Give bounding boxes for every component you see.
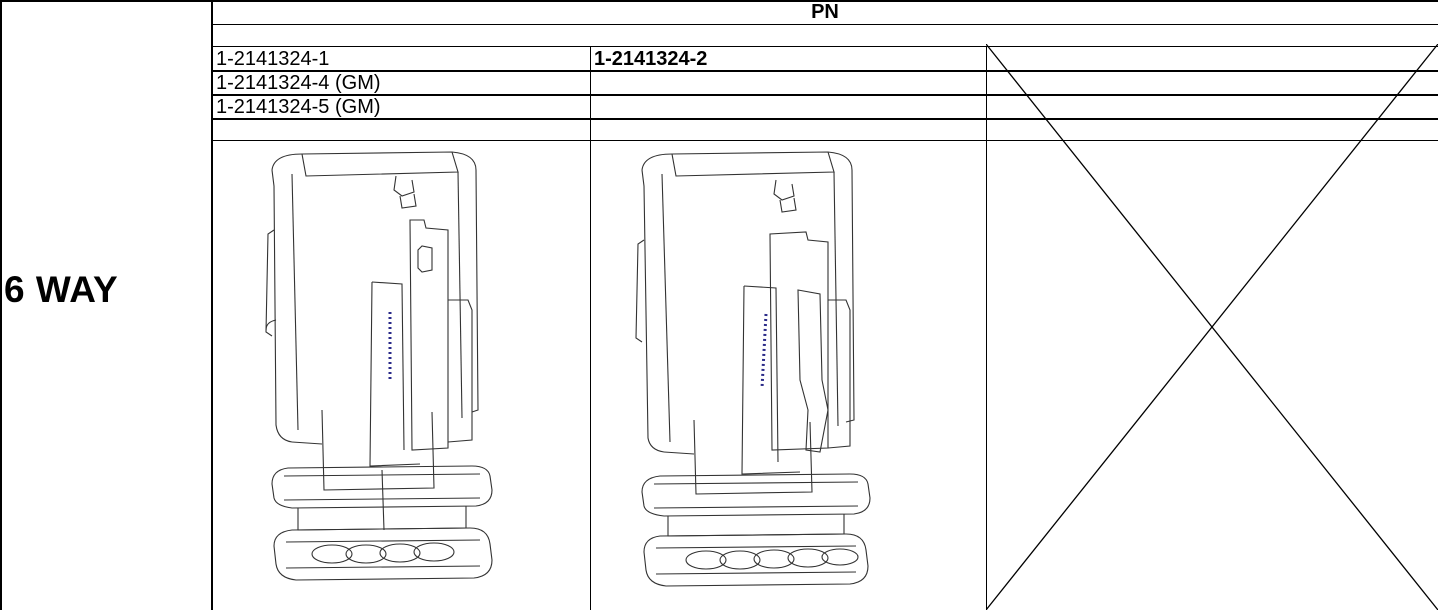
row-separator-3 bbox=[212, 94, 1438, 96]
empty-cell-cross bbox=[986, 44, 1438, 610]
part-number-cell: 1-2141324-2 bbox=[594, 48, 708, 70]
part-number-cell: 1-2141324-1 bbox=[216, 48, 330, 70]
way-count-label: 6 WAY bbox=[4, 269, 119, 310]
header-separator bbox=[212, 24, 1438, 25]
cross-line bbox=[986, 44, 1438, 610]
part-number-cell: 1-2141324-4 (GM) bbox=[216, 72, 381, 94]
column-border-2 bbox=[986, 46, 987, 610]
connector-drawing-2 bbox=[635, 151, 871, 587]
label-column-border bbox=[211, 0, 213, 610]
row-separator-5 bbox=[212, 140, 1438, 141]
connector-drawing-1 bbox=[265, 151, 493, 581]
row-separator-1 bbox=[212, 46, 1438, 47]
pn-header: PN bbox=[811, 1, 839, 23]
table-left-border bbox=[0, 0, 2, 610]
table-top-border bbox=[0, 0, 1438, 2]
row-separator-4 bbox=[212, 118, 1438, 120]
part-number-cell: 1-2141324-5 (GM) bbox=[216, 96, 381, 118]
row-separator-2 bbox=[212, 70, 1438, 72]
column-border-1 bbox=[590, 46, 591, 610]
